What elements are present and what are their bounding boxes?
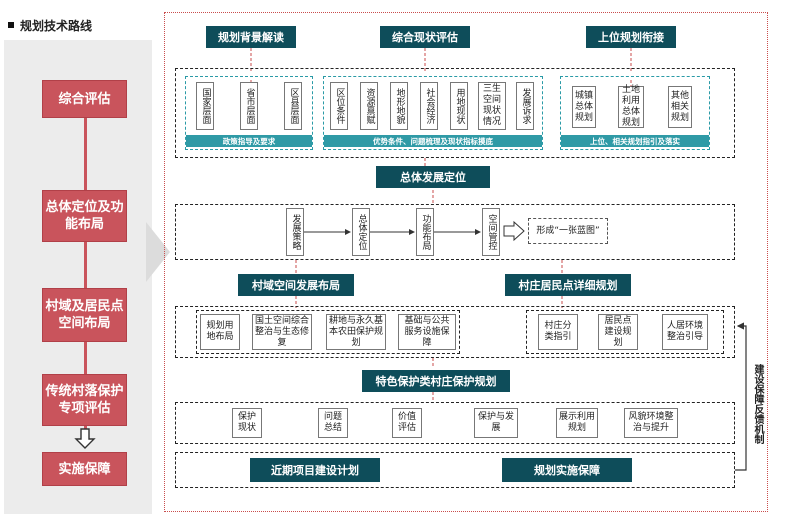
cell-blueprint: 形成“一张蓝图” xyxy=(528,218,608,244)
cell-national: 国家层面 xyxy=(196,82,214,130)
header-near-term-projects: 近期项目建设计划 xyxy=(250,458,380,482)
step-implementation: 实施保障 xyxy=(42,452,127,486)
cell-settlement-build: 居民点建设规划 xyxy=(598,314,638,350)
panel-right-arrow xyxy=(146,222,170,282)
step-comprehensive-assessment: 综合评估 xyxy=(42,80,127,118)
cell-land-use: 用地现状 xyxy=(450,82,468,130)
cell-terrain: 地形地貌 xyxy=(390,82,408,130)
cell-resources: 资源禀赋 xyxy=(360,82,378,130)
header-implementation: 规划实施保障 xyxy=(502,458,632,482)
assessment-box xyxy=(175,68,735,158)
layout-box xyxy=(175,306,735,358)
header-settlement-plan: 村庄居民点详细规划 xyxy=(505,274,631,296)
header-protection-plan: 特色保护类村庄保护规划 xyxy=(362,370,510,392)
upper-plan-group xyxy=(560,76,710,150)
header-status-assessment: 综合现状评估 xyxy=(380,26,470,48)
cell-provincial: 省市层面 xyxy=(240,82,258,130)
step-connector xyxy=(84,110,87,430)
cell-economy: 社会经济 xyxy=(420,82,438,130)
cell-land-layout: 规划用地布局 xyxy=(200,314,240,350)
cell-space-control: 空间管控 xyxy=(482,208,500,256)
step-village-spatial-layout: 村域及居民点空间布局 xyxy=(42,288,127,342)
feedback-label: 建设保障反馈机制 xyxy=(749,364,763,456)
settlement-group xyxy=(526,310,724,354)
policy-caption: 政策指导及要求 xyxy=(186,135,312,147)
protection-box xyxy=(175,402,735,444)
cell-problem-summary: 问题总结 xyxy=(318,408,348,438)
status-caption: 优势条件、问题梳理及现状指标摸底 xyxy=(324,135,542,147)
header-background: 规划背景解读 xyxy=(206,26,296,48)
upper-plan-caption: 上位、相关规划指引及落实 xyxy=(561,135,709,147)
cell-three-spaces: 三生空间现状情况 xyxy=(478,82,506,130)
cell-protect-status: 保护现状 xyxy=(232,408,262,438)
cell-protect-develop: 保护与发展 xyxy=(474,408,518,438)
implementation-box xyxy=(175,452,735,488)
cell-town-plan: 城镇总体规划 xyxy=(572,86,596,128)
cell-display-use: 展示利用规划 xyxy=(556,408,598,438)
cell-value-assess: 价值评估 xyxy=(392,408,422,438)
cell-strategy: 发展策略 xyxy=(286,208,304,256)
cell-living-env: 人居环境整治引导 xyxy=(662,314,708,350)
left-panel xyxy=(4,40,152,514)
cell-positioning: 总体定位 xyxy=(352,208,370,256)
step-down-arrow xyxy=(74,428,96,449)
title-bullet xyxy=(8,22,14,28)
policy-group xyxy=(185,76,313,150)
cell-village-classify: 村庄分类指引 xyxy=(538,314,578,350)
village-group xyxy=(196,310,460,354)
cell-ecological: 国土空间综合整治与生态修复 xyxy=(252,314,312,350)
cell-facilities: 基础与公共服务设施保障 xyxy=(398,314,456,350)
cell-landscape: 风貌环境整治与提升 xyxy=(624,408,678,438)
cell-location: 区位条件 xyxy=(330,82,348,130)
cell-demands: 发展诉求 xyxy=(516,82,534,130)
cell-function-layout: 功能布局 xyxy=(416,208,434,256)
cell-other-plan: 其他相关规划 xyxy=(668,86,692,128)
diagram-frame xyxy=(164,12,768,512)
cell-county: 区县层面 xyxy=(284,82,302,130)
step-positioning-layout: 总体定位及功能布局 xyxy=(42,190,127,242)
cell-land-plan: 土地利用总体规划 xyxy=(618,85,644,128)
header-village-layout: 村域空间发展布局 xyxy=(238,274,354,296)
page-title: 规划技术路线 xyxy=(20,19,93,33)
step-traditional-village-protection: 传统村落保护专项评估 xyxy=(42,374,127,426)
status-group xyxy=(323,76,543,150)
header-upper-planning: 上位规划衔接 xyxy=(586,26,676,48)
positioning-box xyxy=(175,204,735,260)
header-overall-positioning: 总体发展定位 xyxy=(376,166,490,188)
cell-farmland: 耕地与永久基本农田保护规划 xyxy=(326,314,386,350)
